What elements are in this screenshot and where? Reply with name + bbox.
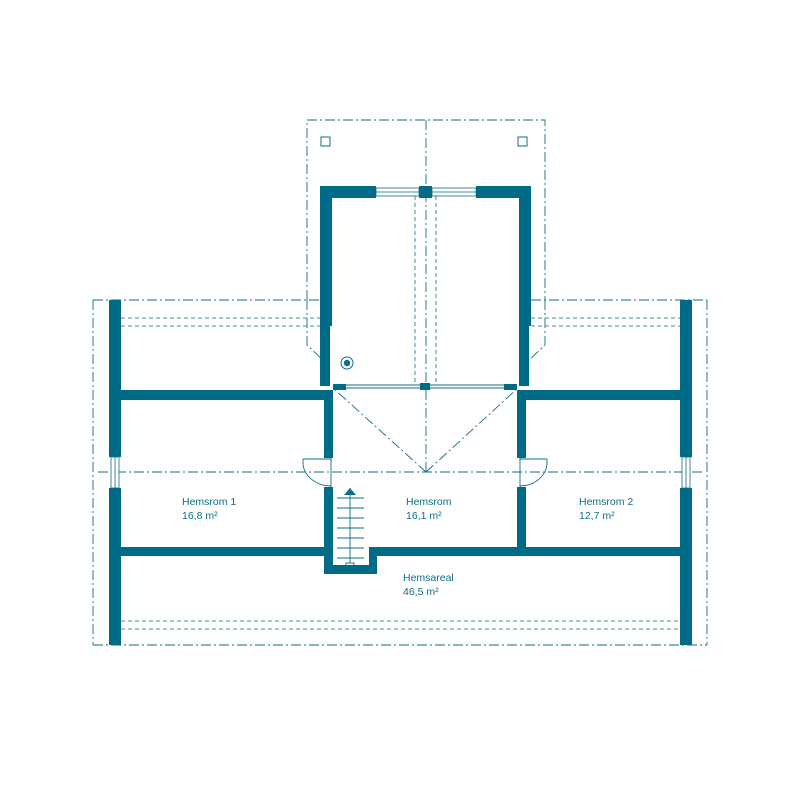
room-name: Hemsrom [406,496,452,508]
dormer-windows [375,187,477,197]
room-area: 12,7 m² [579,510,615,522]
walls [109,186,692,645]
roof-outline [92,119,708,646]
room-name: Hemsareal [403,572,454,584]
room-label-hemsrom-2: Hemsrom 2 12,7 m² [579,495,633,523]
room-label-hemsareal: Hemsareal 46,5 m² [403,571,454,599]
room-area: 16,1 m² [406,510,442,522]
room-label-hemsrom: Hemsrom 16,1 m² [406,495,452,523]
doors [302,458,548,487]
end-windows [110,456,691,489]
stair-end [345,562,355,569]
roof-markers [320,136,528,147]
room-area: 46,5 m² [403,586,439,598]
eave-lines [121,196,680,630]
room-name: Hemsrom 1 [182,496,237,508]
stairs [337,488,364,563]
chimney-symbol [340,356,354,370]
room-area: 16,8 m² [182,510,218,522]
beam [346,384,504,389]
stair-arrow [344,488,356,495]
room-label-hemsrom-1: Hemsrom 1 16,8 m² [182,495,236,523]
room-name: Hemsrom 2 [579,496,634,508]
